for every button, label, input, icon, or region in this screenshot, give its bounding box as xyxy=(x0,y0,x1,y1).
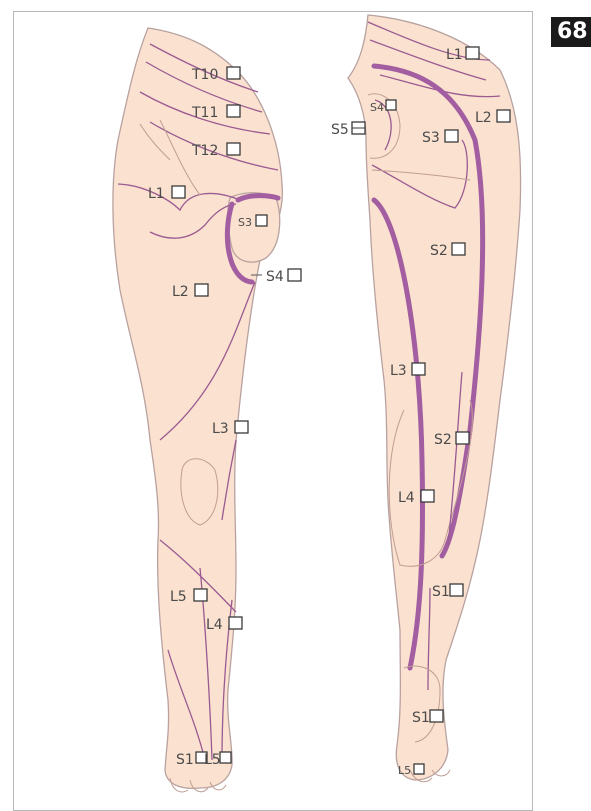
checkbox-s3-front[interactable] xyxy=(256,215,267,226)
label-s1-front: S1 xyxy=(176,752,194,768)
checkbox-l2-front[interactable] xyxy=(195,284,208,296)
checkbox-l3-back[interactable] xyxy=(412,363,425,375)
checkbox-t12[interactable] xyxy=(227,143,240,155)
label-t12: T12 xyxy=(191,143,218,159)
label-l4-back: L4 xyxy=(398,490,415,506)
label-s4-back: S4 xyxy=(370,101,384,114)
label-s4-front: S4 xyxy=(266,269,284,285)
checkbox-l5-foot-front[interactable] xyxy=(220,752,231,763)
label-l1-front: L1 xyxy=(148,186,165,202)
label-l3-back: L3 xyxy=(390,363,407,379)
checkbox-l4-back[interactable] xyxy=(421,490,434,502)
checkbox-s1-back-lower[interactable] xyxy=(430,710,443,722)
label-l2-back: L2 xyxy=(475,110,492,126)
label-t10: T10 xyxy=(191,67,218,83)
checkbox-s4-front[interactable] xyxy=(288,269,301,281)
label-l1-back: L1 xyxy=(446,47,463,63)
checkbox-l5-front[interactable] xyxy=(194,589,207,601)
label-s1-back-lower: S1 xyxy=(412,710,430,726)
checkbox-l5-back[interactable] xyxy=(414,764,424,774)
label-s3-back: S3 xyxy=(422,130,440,146)
label-s2-back-upper: S2 xyxy=(430,243,448,259)
label-l5-front: L5 xyxy=(170,589,187,605)
label-s1-back-upper: S1 xyxy=(432,584,450,600)
checkbox-t10[interactable] xyxy=(227,67,240,79)
checkbox-l1-back[interactable] xyxy=(466,47,479,59)
label-l3-front: L3 xyxy=(212,421,229,437)
label-t11: T11 xyxy=(191,105,218,121)
checkbox-s4-back[interactable] xyxy=(386,100,396,110)
label-l2-front: L2 xyxy=(172,284,189,300)
checkbox-l1-front[interactable] xyxy=(172,186,185,198)
checkbox-l3-front[interactable] xyxy=(235,421,248,433)
checkbox-s2-back-lower[interactable] xyxy=(456,432,469,444)
label-s5-back: S5 xyxy=(331,122,349,138)
checkbox-s1-back-upper[interactable] xyxy=(450,584,463,596)
label-s2-back-lower: S2 xyxy=(434,432,452,448)
checkbox-s3-back[interactable] xyxy=(445,130,458,142)
label-l4-front: L4 xyxy=(206,617,223,633)
label-l5-foot-front: L5 xyxy=(204,752,221,768)
label-l5-back: L5 xyxy=(398,764,411,777)
checkbox-s2-back-upper[interactable] xyxy=(452,243,465,255)
checkbox-l4-front[interactable] xyxy=(229,617,242,629)
front-genital-area xyxy=(228,193,280,262)
checkbox-t11[interactable] xyxy=(227,105,240,117)
checkbox-l2-back[interactable] xyxy=(497,110,510,122)
label-s3-front: S3 xyxy=(238,216,252,229)
